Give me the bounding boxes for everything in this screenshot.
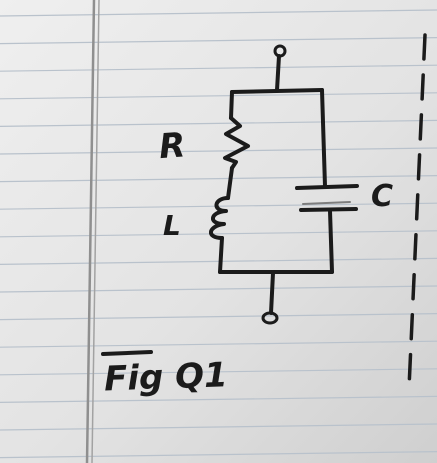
ruled-line xyxy=(0,175,437,183)
figure-caption: Fig Q1 xyxy=(103,355,228,399)
inductor-label: L xyxy=(163,209,181,242)
top-lead-wire xyxy=(275,54,281,92)
capacitor-plate-shadow xyxy=(302,201,351,205)
ruled-line xyxy=(0,64,437,72)
right-wire-lower xyxy=(328,209,334,274)
right-wire-upper xyxy=(320,88,327,188)
dashed-boundary-line xyxy=(407,33,427,390)
ruled-line xyxy=(0,92,437,100)
top-wire xyxy=(230,88,324,94)
ruled-line xyxy=(0,340,437,348)
ruled-line xyxy=(0,257,437,265)
ruled-line xyxy=(0,119,437,127)
inductor-symbol xyxy=(209,196,230,240)
capacitor-top-plate xyxy=(295,184,359,190)
left-wire-middle xyxy=(226,166,234,200)
ruled-line xyxy=(0,368,437,376)
ruled-line xyxy=(0,423,437,431)
bottom-terminal xyxy=(261,311,279,325)
bottom-lead-wire xyxy=(269,271,275,315)
margin-line-inner xyxy=(91,0,100,463)
resistor-label: R xyxy=(158,125,187,167)
ruled-line xyxy=(0,37,437,45)
ruled-line xyxy=(0,9,437,17)
left-wire-lower xyxy=(218,236,224,274)
left-wire-upper xyxy=(229,90,234,120)
ruled-line xyxy=(0,313,437,321)
capacitor-bottom-plate xyxy=(299,207,358,212)
ruled-line xyxy=(0,395,437,403)
resistor-symbol xyxy=(223,116,250,170)
margin-line xyxy=(85,0,96,463)
ruled-line xyxy=(0,230,437,238)
caption-overline xyxy=(101,350,153,356)
capacitor-label: C xyxy=(371,179,393,214)
ruled-line xyxy=(0,451,437,459)
ruled-lines xyxy=(0,9,437,459)
ruled-line xyxy=(0,285,437,293)
ruled-line xyxy=(0,147,437,155)
